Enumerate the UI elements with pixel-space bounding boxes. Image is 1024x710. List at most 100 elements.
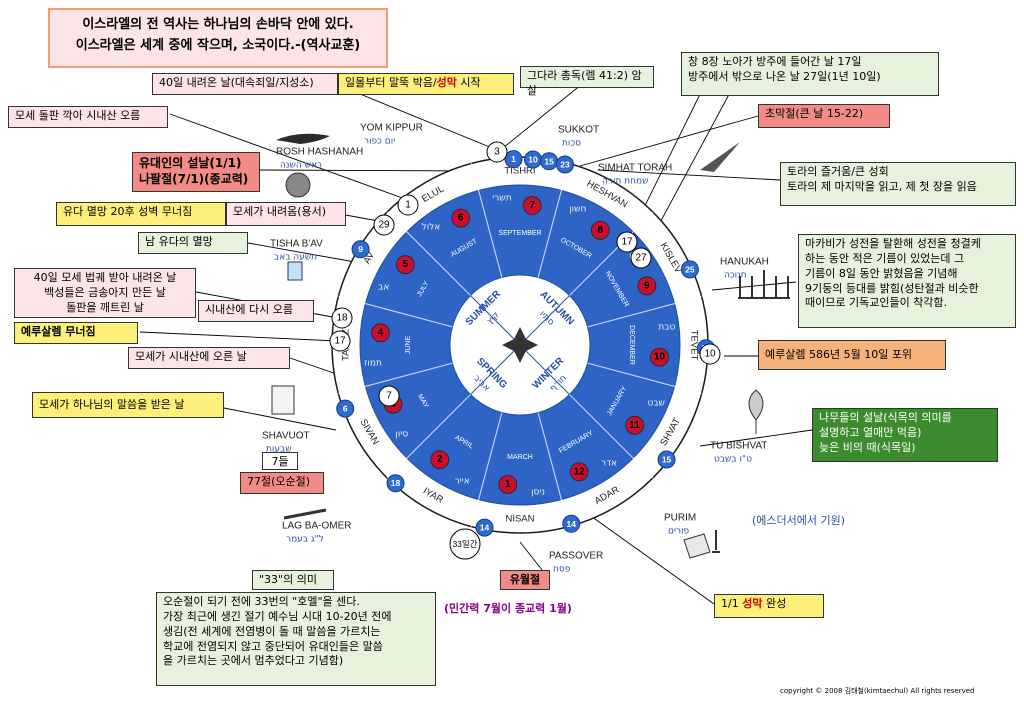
note-tabernacle-complete-end: 완성 <box>762 597 787 610</box>
note-calendar-shift: (민간력 7월이 종교력 1월) <box>444 602 572 615</box>
festival-name: TU BISHVAT <box>710 441 767 452</box>
copyright-text: copyright © 2008 김태철(kimtaechul) All rig… <box>780 687 975 695</box>
religious-month-number: 4 <box>378 327 384 338</box>
note-simhat-torah: 토라의 즐거움/큰 성회 토라의 제 마지막을 읽고, 제 첫 장을 읽음 <box>780 162 1016 206</box>
religious-month-marker <box>522 196 542 215</box>
religious-month-number: 10 <box>654 352 666 363</box>
note-sinai-again: 시내산에 다시 오름 <box>198 300 314 322</box>
event-day-number: 3 <box>494 147 500 158</box>
leader-line <box>579 115 759 167</box>
festival-day-number: 1 <box>511 154 516 164</box>
note-33-body: 오순절이 되기 전에 33번의 "호멜"을 센다. 가장 최근에 생긴 절기 예… <box>156 592 436 686</box>
season-divider <box>470 344 521 395</box>
festival-name: SHAVUOT <box>262 431 310 442</box>
festival-day-number: 23 <box>560 160 570 170</box>
festival-name-hebrew: ט"ו בשבט <box>714 455 752 465</box>
note-moses-forgive: 모세가 내려옴(용서) <box>226 202 346 226</box>
month-divider <box>537 412 570 527</box>
festival-name: HANUKAH <box>720 257 769 268</box>
note-40days-descent: 40일 내려온 날(대속죄일/지성소) <box>152 73 338 95</box>
candle-glass-icon <box>287 261 303 281</box>
month-divider <box>338 362 453 395</box>
round-challah-icon <box>285 172 311 198</box>
festival-name: LAG BA-OMER <box>282 521 351 532</box>
month-hebrew-script: אדר <box>601 459 617 469</box>
religious-month-marker <box>650 347 669 367</box>
event-day-marker <box>329 330 351 352</box>
month-hebrew-script: חשון <box>569 204 586 214</box>
leader-line <box>247 242 356 263</box>
religious-month-number: 9 <box>644 280 650 291</box>
religious-month-marker <box>430 450 450 470</box>
event-day-marker <box>331 307 353 329</box>
festival-name-hebrew: פסח <box>553 565 571 575</box>
festival-day-marker <box>475 518 494 537</box>
event-day-number: 27 <box>635 253 647 264</box>
leader-line <box>711 281 797 291</box>
note-jerusalem-fall: 예루살렘 무너짐 <box>14 322 138 344</box>
festival-day-number: 9 <box>358 244 363 254</box>
festival-name: YOM KIPPUR <box>360 123 423 134</box>
compass-star <box>502 327 538 363</box>
season-divider <box>519 295 570 346</box>
month-hebrew-script: שבט <box>648 398 665 408</box>
festival-name-hebrew: יום כפור <box>364 137 395 147</box>
event-day-number: 10 <box>704 349 716 360</box>
bow-arrow-icon <box>283 508 327 520</box>
month-hebrew-script: תמוז <box>364 359 382 369</box>
month-name-hebrew: TISHRI <box>504 166 535 177</box>
note-noah: 창 8장 노아가 방주에 들어간 날 17일 방주에서 밖으로 나온 날 27일… <box>681 52 939 96</box>
note-33-title: "33"의 의미 <box>252 570 334 590</box>
festival-day-marker <box>555 155 574 174</box>
festival-day-marker <box>680 260 699 279</box>
note-moses-ascent: 모세가 시내산에 오른 날 <box>128 347 290 369</box>
leader-line <box>699 429 813 447</box>
festival-name-hebrew: ל"ג בעמר <box>286 535 324 545</box>
note-new-year: 유대인의 설날(1/1) 나팔절(7/1)(종교력) <box>132 152 260 192</box>
leader-line <box>597 169 781 181</box>
month-hebrew-script: אייר <box>455 477 470 487</box>
note-tu-bishvat: 나무들의 설날(식목의 의미를 설명하고 열매만 먹음) 늦은 비의 때(식목일… <box>812 408 998 462</box>
event-day-number: 29 <box>378 220 390 231</box>
religious-month-number: 1 <box>505 479 511 490</box>
festival-name: SIMHAT TORAH <box>598 163 672 174</box>
note-siege: 예루살렘 586년 5월 10일 포위 <box>758 340 946 370</box>
month-name-hebrew: TEVET <box>688 330 699 361</box>
leader-line <box>337 84 498 151</box>
note-esther: (에스더서에서 기원) <box>752 514 846 527</box>
festival-day-number: 15 <box>544 156 554 166</box>
note-tabernacle-complete: 1/1 성막 완성 <box>714 594 824 618</box>
month-hebrew-script: ניסן <box>531 487 545 497</box>
note-pentecost: 77절(오순절) <box>240 472 324 494</box>
title-line-2: 이스라엘은 세계 중에 작으며, 소국이다.-(역사교훈) <box>75 37 361 53</box>
religious-month-number: 5 <box>403 259 409 270</box>
title-line-1: 이스라엘의 전 역사는 하나님의 손바닥 안에 있다. <box>82 17 354 32</box>
festival-day-number: 15 <box>662 455 672 465</box>
month-divider <box>338 295 453 328</box>
festival-name-hebrew: שבעות <box>266 445 292 455</box>
festival-day-number: 14 <box>480 523 490 533</box>
religious-month-number: 8 <box>598 225 604 236</box>
month-hebrew-script: סיון <box>395 430 408 440</box>
festival-day-marker <box>657 450 676 469</box>
month-divider <box>386 394 471 479</box>
festival-name: PURIM <box>664 513 696 524</box>
note-moses-tablets: 모세 돌판 깍아 시내산 오름 <box>8 106 168 128</box>
event-day-marker <box>378 385 400 407</box>
festival-day-marker <box>562 514 581 533</box>
shofar-icon <box>276 133 330 144</box>
festival-day-number: 18 <box>391 478 401 488</box>
festival-day-number: 14 <box>567 519 577 529</box>
month-divider <box>470 163 503 278</box>
month-divider <box>587 295 702 328</box>
festival-name-hebrew: סכות <box>562 139 581 149</box>
religious-month-number: 11 <box>629 420 640 431</box>
festival-name-hebrew: תשעה באב <box>274 253 317 263</box>
month-hebrew-script: טבת <box>658 322 675 332</box>
season-divider <box>470 295 521 346</box>
event-day-marker <box>486 141 508 163</box>
month-name-gregorian: DECEMBER <box>628 325 635 365</box>
tree-icon <box>748 389 764 434</box>
event-day-number: 1 <box>405 200 411 211</box>
